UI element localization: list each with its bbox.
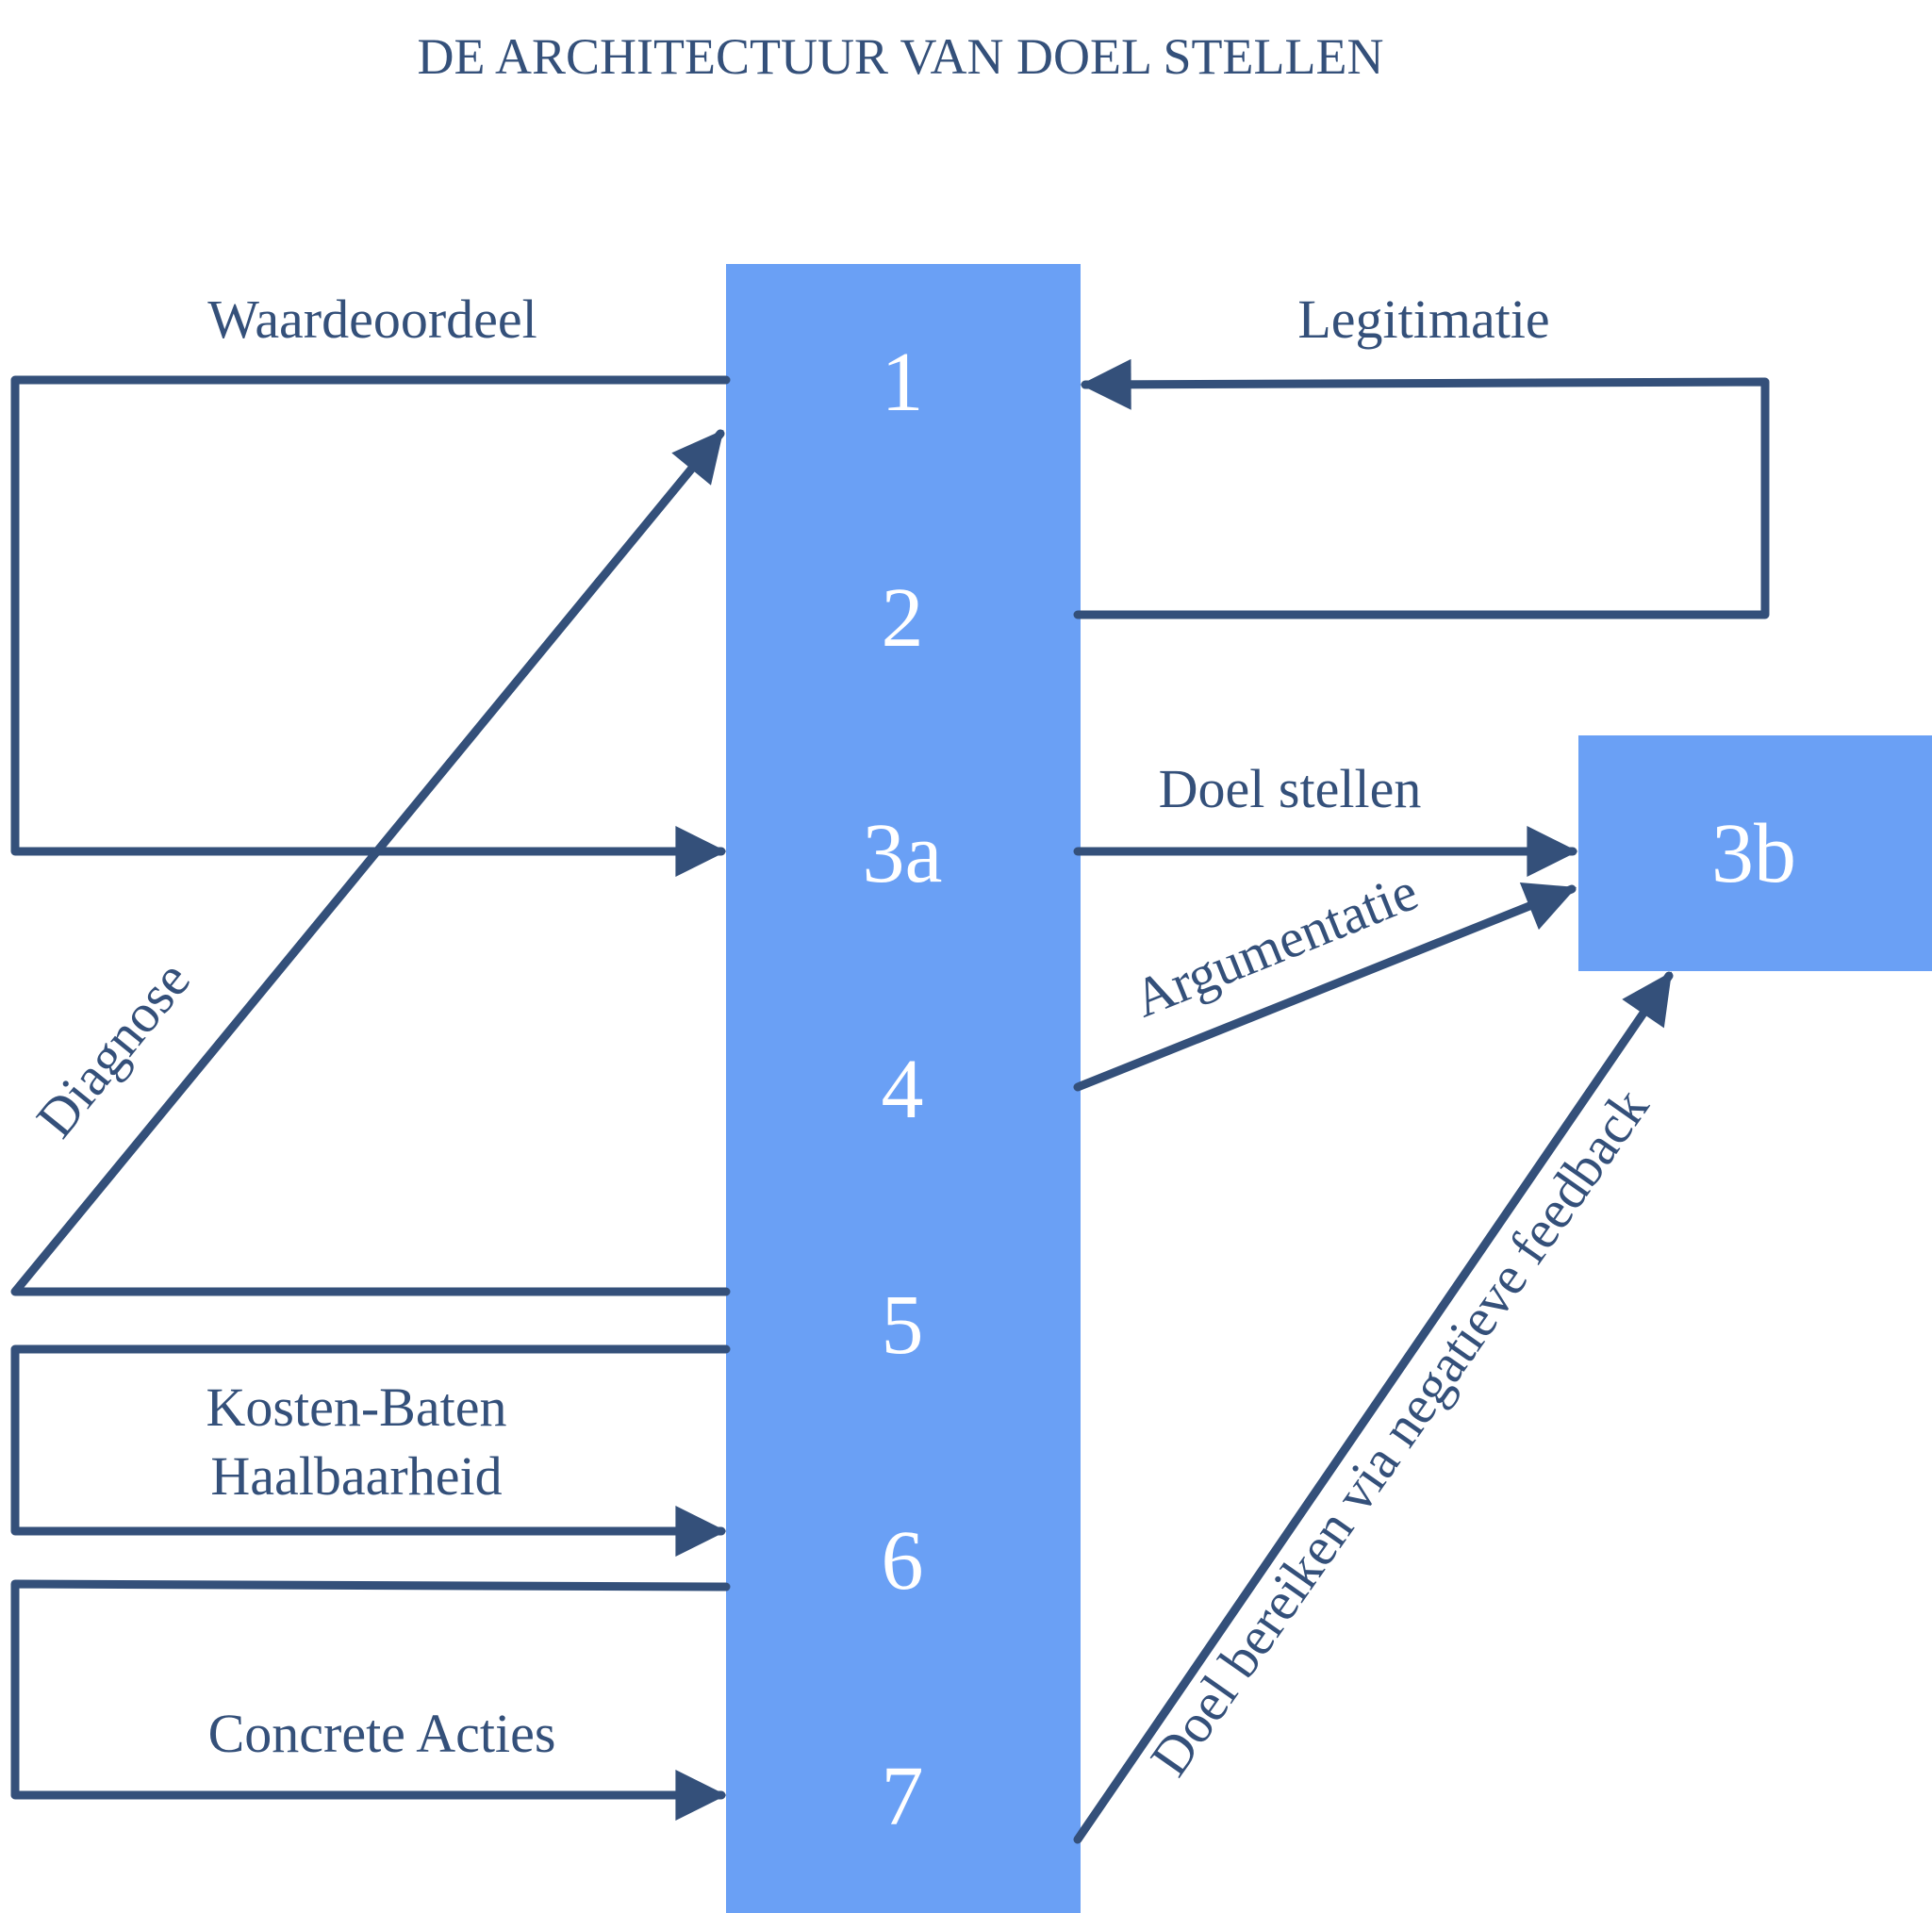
label-negatieve-feedback: Doel bereiken via negatieve feedback <box>1138 1078 1660 1787</box>
label-legitimatie: Legitimatie <box>1297 289 1549 350</box>
step-1-label: 1 <box>882 336 924 429</box>
step-3a-label: 3a <box>863 807 943 900</box>
step-7-label: 7 <box>882 1750 924 1843</box>
label-concrete-acties: Concrete Acties <box>208 1703 556 1764</box>
label-waardeoordeel: Waardeoordeel <box>207 289 537 350</box>
label-doel-stellen: Doel stellen <box>1159 758 1422 819</box>
edge-concrete-acties <box>10 1579 731 1821</box>
label-haalbaarheid: Haalbaarheid <box>210 1445 502 1507</box>
edge-waardeoordeel <box>10 375 731 877</box>
step-6-label: 6 <box>882 1514 924 1608</box>
step-3b-label: 3b <box>1711 807 1796 900</box>
label-kosten-baten: Kosten-Baten <box>206 1377 507 1438</box>
main-steps-box <box>726 264 1081 1913</box>
step-4-label: 4 <box>882 1043 924 1136</box>
diagram-title: DE ARCHITECTUUR VAN DOEL STELLEN <box>418 28 1384 85</box>
label-diagnose: Diagnose <box>25 949 202 1148</box>
step-5-label: 5 <box>882 1278 924 1372</box>
edge-argumentatie <box>1073 882 1577 1092</box>
edge-legitimatie <box>1073 358 1770 619</box>
edge-kosten-baten <box>10 1344 731 1557</box>
edge-diagnose <box>10 429 731 1296</box>
step-2-label: 2 <box>882 571 924 665</box>
goal-box-3b <box>1578 735 1932 971</box>
edge-negatieve-feedback <box>1073 971 1674 1844</box>
